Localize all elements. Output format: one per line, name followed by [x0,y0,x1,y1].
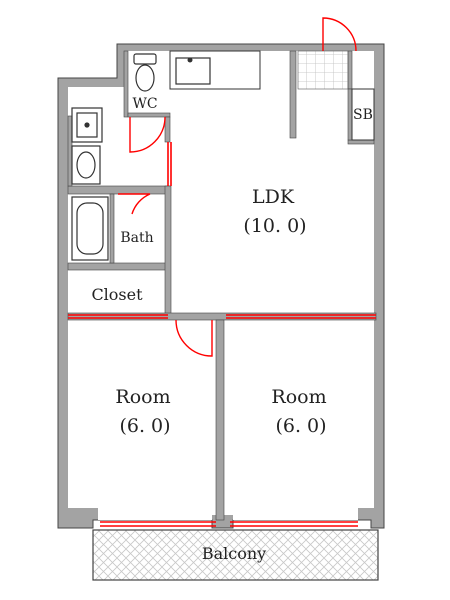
washbasin-icon [71,145,101,185]
laundry-pan-icon [71,107,103,143]
ldk-size: (10. 0) [243,215,306,237]
bath-door [118,193,151,215]
doors [118,17,357,357]
kitchen-faucet-icon [187,57,193,63]
room-right-size: (6. 0) [275,415,326,437]
room-left-name: Room [115,386,170,408]
ldk-name: LDK [252,186,295,208]
balcony-floor [92,529,379,581]
toilet-icon [133,53,157,92]
entrance-door [322,17,357,52]
partition-walls [67,50,377,521]
kitchen-sink [175,57,211,85]
room-left-door [175,319,213,357]
closet-label: Closet [91,285,143,304]
interior-floor [68,51,374,520]
balcony-label: Balcony [202,544,266,563]
wc-door [129,116,166,153]
room-right-name: Room [271,386,326,408]
windows [68,142,376,527]
shoe-box [351,88,375,141]
shoe-box-label: SB [353,107,373,123]
room-left-size: (6. 0) [119,415,170,437]
entrance-floor [297,50,349,90]
bathtub-icon [71,196,109,261]
bath-label: Bath [120,230,153,246]
wc-label: WC [132,96,157,112]
